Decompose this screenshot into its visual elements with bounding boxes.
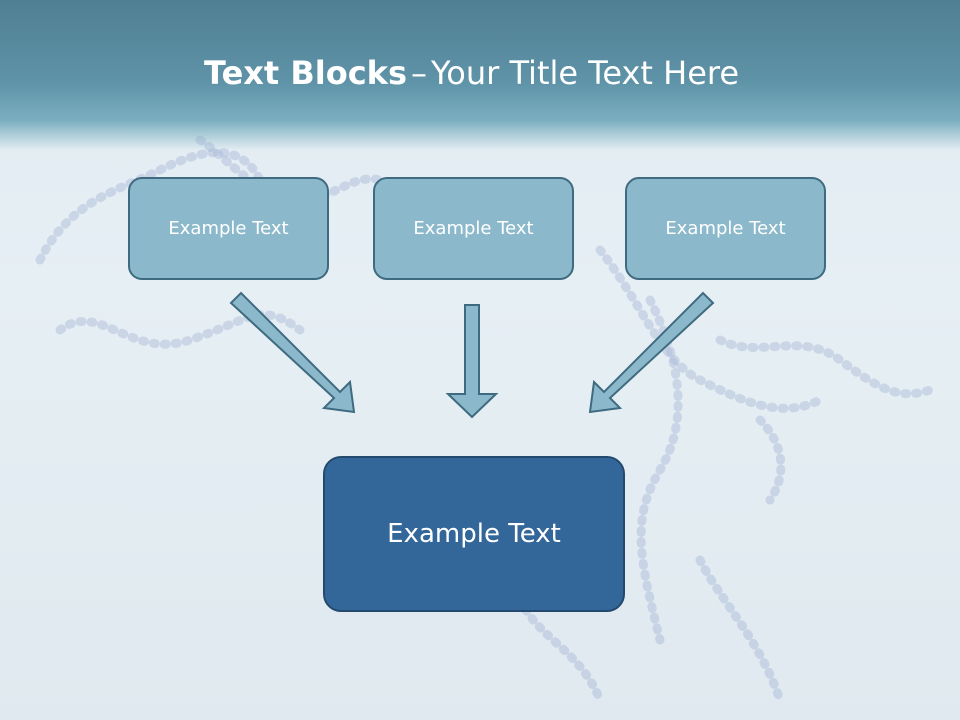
text-block-1[interactable]: Example Text <box>128 177 329 280</box>
title-rest: Your Title Text Here <box>431 54 740 92</box>
text-block-2[interactable]: Example Text <box>373 177 574 280</box>
title-bold: Text Blocks <box>204 54 407 92</box>
title-separator: – <box>411 54 427 92</box>
slide-title: Text Blocks–Your Title Text Here <box>204 54 739 92</box>
text-block-3[interactable]: Example Text <box>625 177 826 280</box>
main-text-block[interactable]: Example Text <box>323 456 625 612</box>
arrow-right-icon <box>588 291 715 414</box>
arrow-left-icon <box>229 291 356 414</box>
arrow-center-icon <box>445 304 499 419</box>
header-band <box>0 0 960 150</box>
